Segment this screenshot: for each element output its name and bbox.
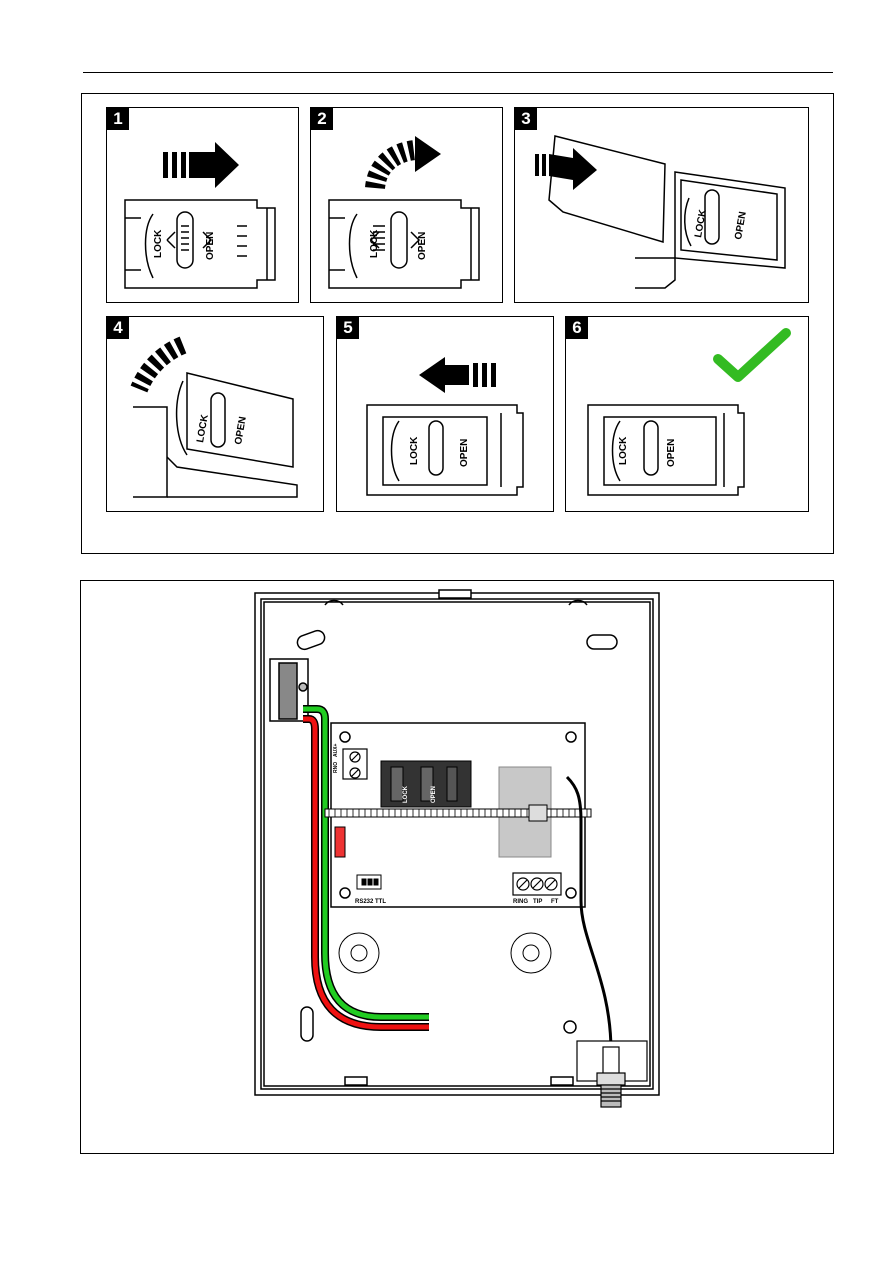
step-number: 6 xyxy=(566,317,588,339)
lock-label: LOCK xyxy=(409,436,420,465)
mounting-standoffs xyxy=(338,932,552,974)
step-panel-4: 4 LOCK OPEN xyxy=(106,316,324,512)
green-wire xyxy=(303,706,429,1020)
step-number: 3 xyxy=(515,108,537,130)
lock-label: LOCK xyxy=(693,208,709,239)
tamper-switch xyxy=(269,658,309,722)
open-label: OPEN xyxy=(666,439,677,467)
step-panel-6: 6 LOCK OPEN xyxy=(565,316,809,512)
arrow-right-icon xyxy=(535,148,597,190)
terminal-label: RING xyxy=(513,899,528,905)
enclosure-housing xyxy=(254,589,660,1096)
holder-body xyxy=(366,404,524,496)
arrow-left-icon xyxy=(419,357,496,393)
holder-open-body xyxy=(635,171,786,289)
holder-body xyxy=(124,199,276,289)
sim-insert-drawing: LOCK OPEN xyxy=(535,135,786,289)
antenna-connector xyxy=(576,1040,648,1108)
step-panel-5: 5 LOCK OPEN xyxy=(336,316,554,512)
sim-holder-drawing: LOCK OPEN xyxy=(587,328,791,496)
step-panel-3: 3 LOCK OPEN xyxy=(514,107,809,303)
terminal-label: AUX+ xyxy=(333,743,339,757)
step-panel-2: 2 LOCK OPEN xyxy=(310,107,503,303)
holder-body xyxy=(328,199,480,289)
header-rule xyxy=(83,72,833,73)
enclosure-figure: RNO AUX+ LOCK OPEN RS232 TTL xyxy=(80,580,834,1154)
open-label: OPEN xyxy=(431,786,437,803)
sim-steps-figure xyxy=(81,93,834,554)
sim-card-icon xyxy=(548,135,666,244)
sim-holder-drawing: LOCK OPEN xyxy=(366,357,524,496)
board-sim-holder xyxy=(380,760,472,808)
open-label: OPEN xyxy=(459,439,470,467)
terminal-label: TIP xyxy=(533,899,542,905)
holder-body xyxy=(587,404,745,496)
lock-label: LOCK xyxy=(403,785,409,803)
open-label: OPEN xyxy=(205,232,216,260)
lock-label: LOCK xyxy=(153,229,164,258)
sim-holder-drawing: LOCK OPEN xyxy=(124,142,276,289)
step-number: 4 xyxy=(107,317,129,339)
holder-body xyxy=(133,372,298,498)
enclosure-drawing: RNO AUX+ LOCK OPEN RS232 TTL xyxy=(254,589,660,1108)
open-label: OPEN xyxy=(233,416,249,446)
terminal-label: FT xyxy=(551,899,559,905)
terminal-block-right xyxy=(512,872,562,896)
lock-label: LOCK xyxy=(195,413,211,444)
arrow-curved-down-icon xyxy=(130,336,187,393)
terminal-label: RNO xyxy=(333,762,339,773)
open-label: OPEN xyxy=(417,232,428,260)
red-wire xyxy=(303,716,429,1030)
checkmark-icon xyxy=(713,328,791,382)
step-number: 5 xyxy=(337,317,359,339)
sim-holder-drawing: LOCK OPEN xyxy=(130,336,298,498)
sim-holder-drawing: LOCK OPEN xyxy=(328,136,480,289)
antenna-cable xyxy=(565,775,613,1052)
arrow-curved-right-icon xyxy=(365,136,441,190)
lock-label: LOCK xyxy=(618,436,629,465)
rs232-label: RS232 TTL xyxy=(355,899,386,905)
terminal-block-left xyxy=(342,748,368,780)
arrow-right-icon xyxy=(163,142,239,188)
cable-tie xyxy=(324,804,592,822)
rs232-connector xyxy=(356,874,382,890)
dip-switch xyxy=(334,826,346,858)
step-panel-1: 1 LOCK OPEN xyxy=(106,107,299,303)
step-number: 2 xyxy=(311,108,333,130)
lock-label: LOCK xyxy=(369,229,380,258)
step-number: 1 xyxy=(107,108,129,130)
open-label: OPEN xyxy=(733,211,749,241)
